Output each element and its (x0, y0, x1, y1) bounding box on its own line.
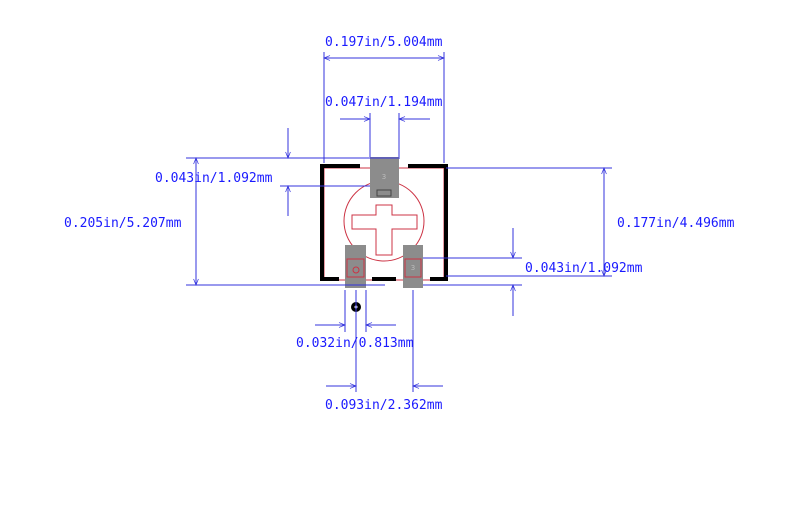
dim-pad-width: 0.047in/1.194mm (325, 95, 443, 110)
pad-top-label: 3 (382, 173, 386, 181)
dim-bottom-pad-width: 0.032in/0.813mm (296, 336, 414, 351)
dimension-labels: 0.197in/5.004mm 0.047in/1.194mm 0.043in/… (64, 35, 735, 413)
pad-bottom-right-label: 3 (411, 264, 415, 272)
pad-bottom-right: 3 (403, 245, 423, 288)
pad-top: 3 (370, 157, 399, 198)
dim-body-height: 0.177in/4.496mm (617, 216, 735, 231)
dim-bottom-pad-length: 0.043in/1.092mm (525, 261, 643, 276)
dim-overall-width: 0.197in/5.004mm (325, 35, 443, 50)
dim-pad-pitch: 0.093in/2.362mm (325, 398, 443, 413)
body-outline (320, 164, 448, 281)
dim-top-pad-length: 0.043in/1.092mm (155, 171, 273, 186)
center-cross (351, 204, 418, 256)
dim-overall-height: 0.205in/5.207mm (64, 216, 182, 231)
pin1-circle (352, 266, 360, 274)
pad-bottom-left (345, 245, 366, 288)
dimension-lines (186, 52, 612, 392)
